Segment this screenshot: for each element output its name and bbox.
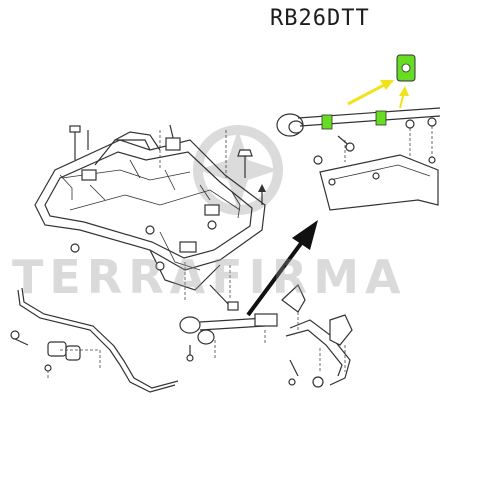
crossmember-subframe (34, 131, 266, 291)
black-arrow-icon (246, 220, 318, 317)
tension-rod-lower (179, 313, 278, 362)
lower-arm (281, 283, 353, 388)
watermark-logo (193, 125, 283, 215)
highlight-bushing-a (321, 114, 333, 130)
yellow-arrow-icon (347, 80, 409, 109)
diagram-title: RB26DTT (270, 6, 370, 31)
subframe-bolts (69, 124, 266, 311)
watermark-text: TERRAFIRMA (12, 250, 407, 304)
highlight-bushing-callout (396, 54, 416, 82)
highlight-bushing-b (375, 110, 387, 126)
tension-rod-bracket (319, 154, 439, 211)
sway-bar (10, 287, 179, 393)
tension-rod-upper (276, 107, 441, 165)
